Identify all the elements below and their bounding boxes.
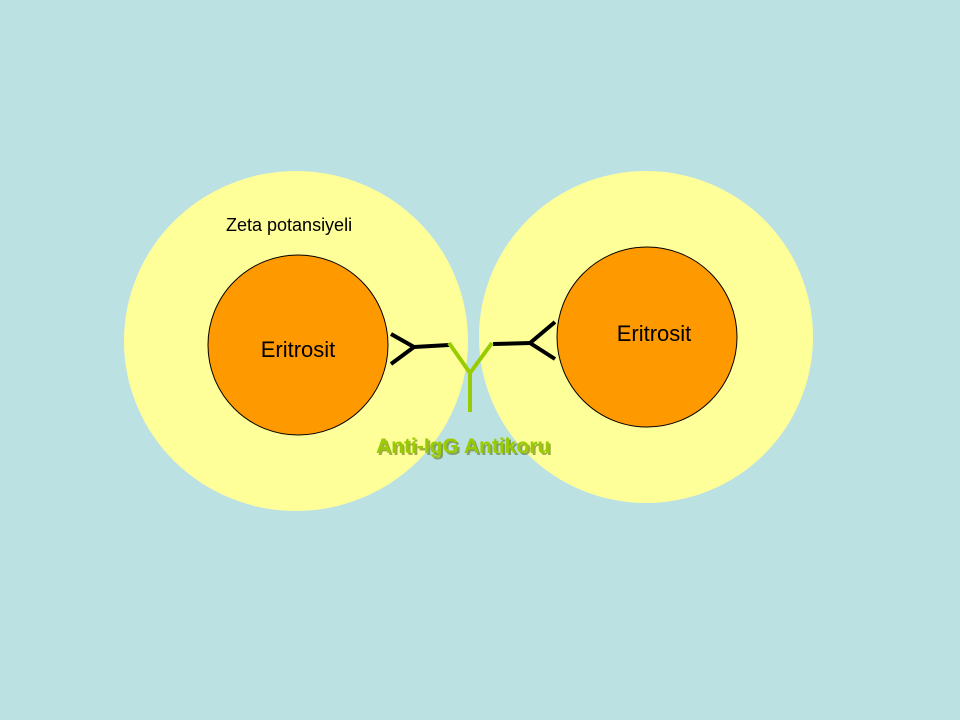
v-shaped-antibody-icon xyxy=(492,320,557,361)
left-erythrocyte xyxy=(207,254,389,436)
right-erythrocyte xyxy=(556,246,738,428)
v-shaped-antibody-icon xyxy=(389,332,450,366)
anti-igg-antibody-label: Anti-IgG Antikoru xyxy=(376,435,550,458)
y-shaped-antibody-icon xyxy=(447,341,494,412)
right-erythrocyte-label: Eritrosit xyxy=(617,321,692,346)
left-erythrocyte-label: Eritrosit xyxy=(261,337,336,362)
antibody-label-shadow: Anti-IgG Antikoru xyxy=(378,437,552,460)
zeta-potential-label: Zeta potansiyeli xyxy=(226,215,352,235)
